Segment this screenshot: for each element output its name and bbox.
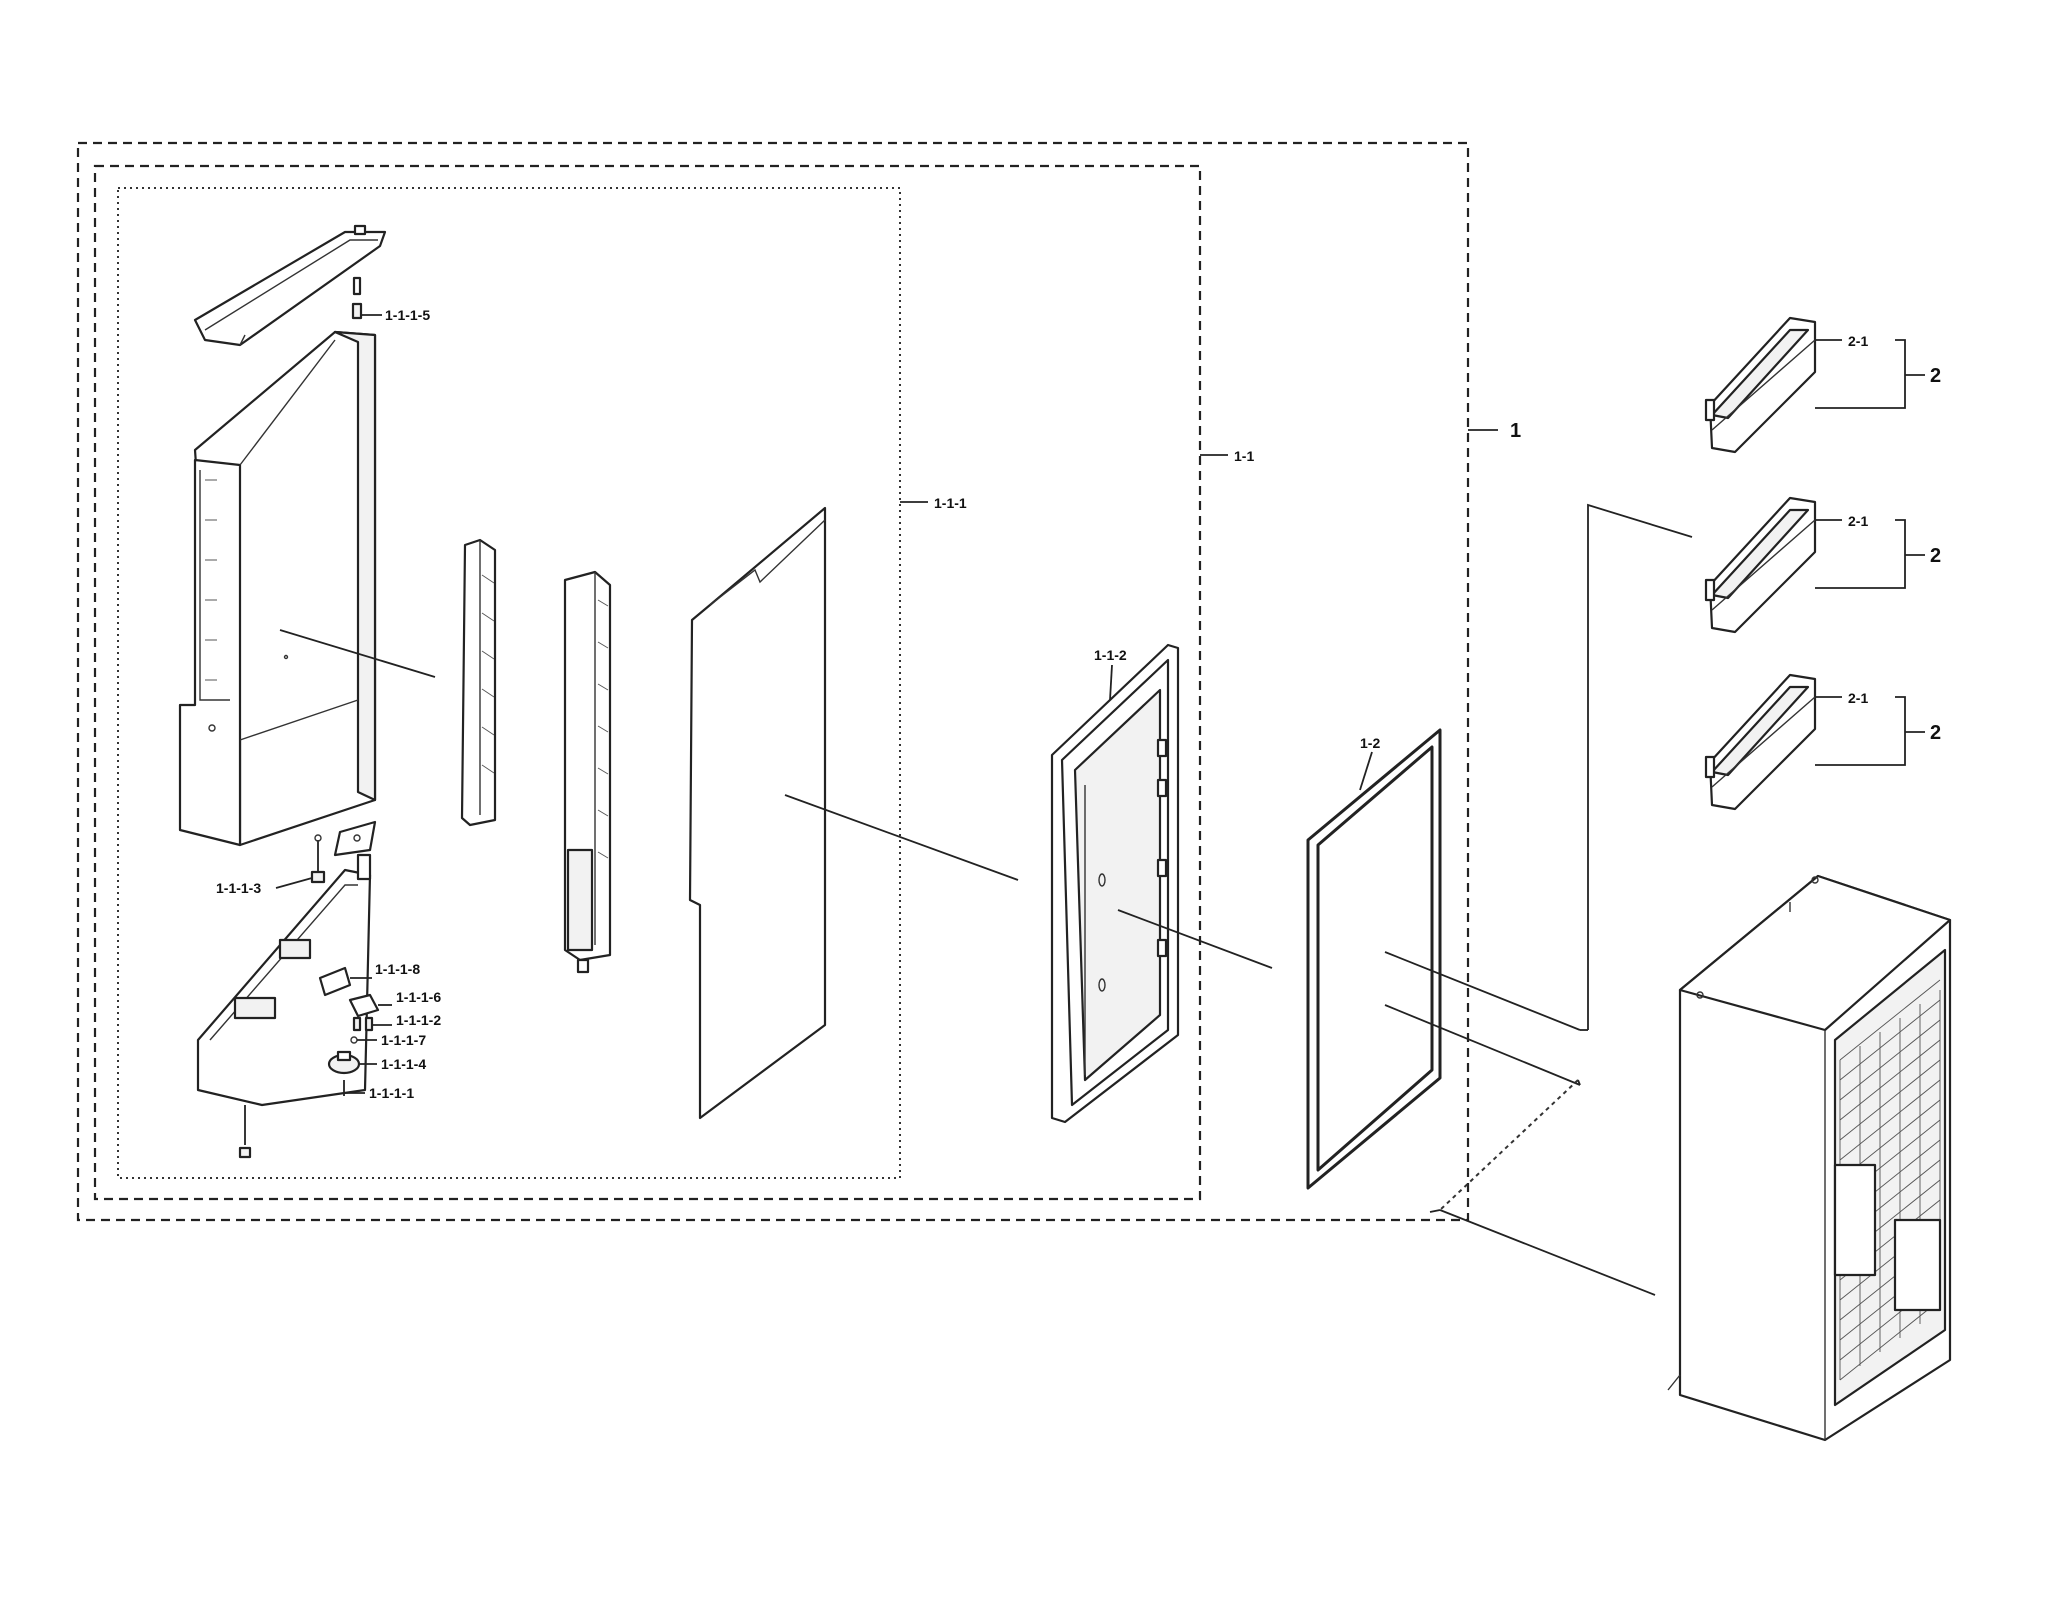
door-side-strip-part	[460, 538, 497, 827]
label-part-1-1-1-6: 1-1-1-6	[396, 989, 441, 1005]
label-bin-2-main: 2	[1930, 545, 1941, 567]
label-assy-1: 1	[1510, 420, 1521, 442]
door-outer-panel-part	[178, 330, 436, 847]
assembly-1-box	[76, 141, 1470, 1222]
label-bin-1-main: 2	[1930, 365, 1941, 387]
leader-1-1-2	[1109, 664, 1113, 701]
label-assy-1-1-1: 1-1-1	[934, 495, 967, 511]
label-bin-3-sub: 2-1	[1848, 690, 1868, 706]
label-part-1-1-1-5: 1-1-1-5	[385, 307, 430, 323]
bracket-part	[333, 820, 377, 857]
label-part-1-1-1-4: 1-1-1-4	[381, 1056, 426, 1072]
insulation-sheet-part	[688, 506, 1019, 1120]
part-1-1-1-7-graphic	[350, 1036, 377, 1044]
door-bin-1-part	[1704, 316, 1925, 454]
label-part-1-1-1-3: 1-1-1-3	[216, 880, 261, 896]
refrigerator-connection-lines	[1429, 503, 1693, 1296]
refrigerator-part	[1667, 874, 1952, 1442]
door-bin-2-part	[1704, 496, 1925, 634]
label-part-1-1-2: 1-1-2	[1094, 647, 1127, 663]
label-part-1-1-1-8: 1-1-1-8	[375, 961, 420, 977]
label-bin-3-main: 2	[1930, 722, 1941, 744]
part-1-1-1-8-graphic	[318, 966, 372, 997]
door-inner-liner-part	[1050, 643, 1273, 1124]
door-bin-3-part	[1704, 673, 1925, 811]
door-bottom-cap-part	[196, 853, 372, 1159]
door-gasket-part	[1306, 728, 1581, 1190]
label-part-1-1-1-7: 1-1-1-7	[381, 1032, 426, 1048]
door-cap-part	[193, 224, 387, 347]
part-1-1-1-1-graphic	[343, 1080, 365, 1096]
label-part-1-2: 1-2	[1360, 735, 1380, 751]
label-bin-2-sub: 2-1	[1848, 513, 1868, 529]
leader-1-2	[1359, 751, 1373, 791]
screw-1-1-1-5	[351, 276, 382, 320]
assembly-1-1-1-box	[117, 187, 901, 1179]
label-bin-1-sub: 2-1	[1848, 333, 1868, 349]
label-part-1-1-1-1: 1-1-1-1	[369, 1085, 414, 1101]
label-assy-1-1: 1-1	[1234, 448, 1254, 464]
assembly-1-1-box	[93, 164, 1202, 1201]
door-rail-part	[563, 570, 612, 974]
part-1-1-1-6-graphic	[348, 993, 392, 1018]
part-1-1-1-3-graphic	[275, 834, 326, 889]
label-part-1-1-1-2: 1-1-1-2	[396, 1012, 441, 1028]
part-1-1-1-2-graphic	[352, 1016, 392, 1032]
part-1-1-1-4-graphic	[327, 1050, 377, 1075]
